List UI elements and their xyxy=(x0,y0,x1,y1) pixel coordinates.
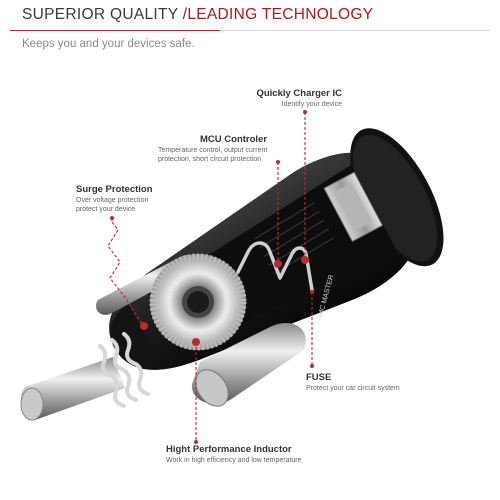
callout-marker-icon xyxy=(194,440,198,444)
callout-marker-icon xyxy=(303,110,307,114)
callout-marker-icon xyxy=(310,290,314,294)
callout-marker-icon xyxy=(310,364,314,368)
callout-fuse: FUSE Protect your car circuit system xyxy=(306,372,400,393)
callout-charger-ic-desc: Identify your device xyxy=(281,101,342,108)
headline-part-1: SUPERIOR QUALITY / xyxy=(22,6,188,23)
callout-marker-icon xyxy=(301,256,309,264)
leader-lines xyxy=(107,112,313,442)
spring xyxy=(98,332,150,408)
callout-surge-title: Surge Protection xyxy=(76,184,153,195)
callout-mcu: MCU Controler Temperature control, outpu… xyxy=(158,134,268,164)
callout-inductor: Hight Performance Inductor Work in high … xyxy=(166,444,302,465)
callout-surge-desc-1: Over voltage protection xyxy=(76,197,149,204)
callout-charger-ic: Quickly Charger IC Identify your device xyxy=(236,88,342,109)
headline: SUPERIOR QUALITY /LEADING TECHNOLOGY xyxy=(22,6,373,24)
callout-marker-icon xyxy=(110,216,114,220)
divider-accent xyxy=(10,30,220,31)
tip-plunger xyxy=(20,357,125,421)
callout-inductor-title: Hight Performance Inductor xyxy=(166,444,292,455)
callout-marker-icon xyxy=(192,338,200,346)
header: SUPERIOR QUALITY /LEADING TECHNOLOGY Kee… xyxy=(0,0,500,58)
callout-markers xyxy=(110,110,314,444)
callout-mcu-title: MCU Controler xyxy=(200,134,268,145)
divider-rule xyxy=(220,30,490,31)
callout-mcu-desc-2: protection, short circuit protection xyxy=(158,156,262,163)
callout-marker-icon xyxy=(274,260,282,268)
fuse-cylinder xyxy=(191,323,306,407)
callout-inductor-desc: Work in high efficiency and low temperat… xyxy=(166,457,302,464)
callout-fuse-title: FUSE xyxy=(306,372,332,383)
wire-contact xyxy=(236,241,314,292)
callout-marker-icon xyxy=(276,160,280,164)
callout-surge: Surge Protection Over voltage protection… xyxy=(76,184,153,214)
callout-mcu-desc-1: Temperature control, output current xyxy=(158,147,268,154)
tagline: Keeps you and your devices safe. xyxy=(22,38,195,50)
callout-charger-ic-title: Quickly Charger IC xyxy=(256,88,342,99)
headline-part-2: LEADING TECHNOLOGY xyxy=(187,6,374,23)
callout-fuse-desc: Protect your car circuit system xyxy=(306,385,400,392)
callout-marker-icon xyxy=(140,322,148,330)
callout-surge-desc-2: protect your device xyxy=(76,206,136,213)
inductor-coil xyxy=(149,253,247,351)
